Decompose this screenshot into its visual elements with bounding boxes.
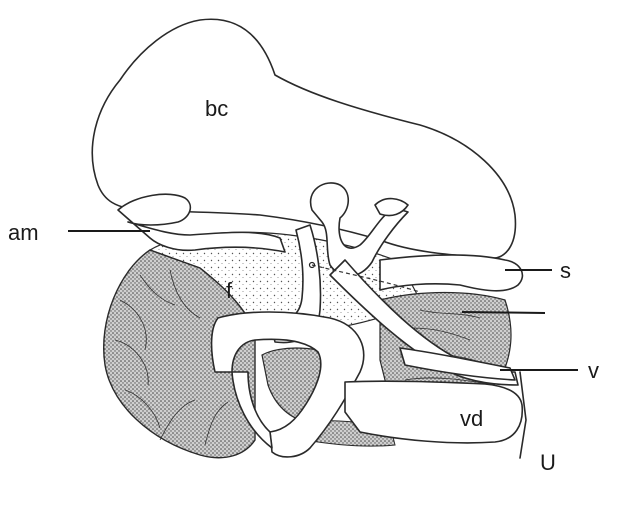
label-v: v	[588, 358, 599, 383]
spermatheca	[380, 255, 522, 291]
label-bc: bc	[205, 96, 228, 121]
label-am: am	[8, 220, 39, 245]
label-s: s	[560, 258, 571, 283]
leader-unlabeled	[462, 312, 545, 313]
label-vd: vd	[460, 406, 483, 431]
label-u: U	[540, 450, 556, 475]
label-f: f	[226, 278, 233, 303]
